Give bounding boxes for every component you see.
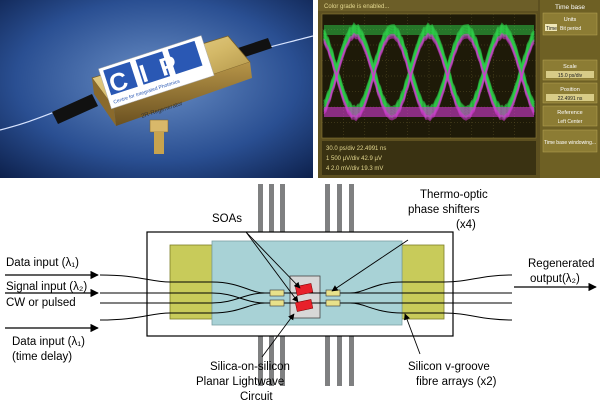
scale-value-bg [546,71,594,78]
units-tag-bg [545,24,557,31]
wg-left-3 [170,292,266,304]
heater-3 [325,289,341,297]
pin-top-1 [258,184,263,232]
panel-button-units-label: Units [564,17,577,23]
logo-block-c [103,61,138,96]
label-vgroove-2: fibre arrays (x2) [416,376,497,388]
readout-line-2: 1 500 µV/div 42.9 µV [326,156,382,162]
heater-1 [269,289,285,297]
readout-area [322,141,536,175]
fibre-in-1 [99,274,171,283]
panel-button-reference-label: Reference [557,110,582,116]
oscilloscope-screen: Color grade is enabled... 30.0 ps/div 22… [318,0,600,178]
left-boot [52,94,98,124]
pin-bottom-1 [258,336,263,386]
module-photo: CIP Centre for Integrated Photonics 2R-R… [0,0,313,178]
callout-soa-2 [245,231,299,303]
wg-left-2 [170,292,266,304]
panel-button-units-value: Bit period [560,26,581,32]
module-side [114,62,252,126]
label-regen-2: output(λ₂) [530,273,580,285]
logo-block-p [167,40,203,75]
pin-bottom-2 [269,336,274,386]
fibre-in-4 [99,312,171,321]
units-tag: Time [546,26,557,32]
panel-button-scale[interactable]: Scale 15.0 ps/div [542,59,598,81]
label-regen-1: Regenerated [528,258,595,270]
label-data-input-delay-2: (time delay) [12,351,72,363]
callout-vgroove [404,313,421,355]
readout-line-1: 30.0 ps/div 22.4991 ns [326,146,386,152]
panel-button-position[interactable]: Position 22.4991 ns [542,82,598,104]
soa-lower [295,299,314,312]
heater-2 [269,299,285,307]
panel-button-reference-bg [542,105,598,127]
label-thermo-3: (x4) [456,219,476,231]
thermo-optic-heaters [269,289,341,307]
label-thermo-1: Thermo-optic [420,189,488,201]
label-data-input-delay-1: Data input (λ₁) [12,336,85,348]
eye-trace [323,35,535,121]
pin-bottom-4 [325,336,330,386]
regenerator-diagram: Data input (λ₁) Signal input (λ₂) CW or … [0,180,600,410]
panel-button-scale-label: Scale [563,64,577,70]
panel-button-position-value: 22.4991 ns [558,96,583,102]
panel-button-windowing[interactable]: Time base windowing... [542,129,598,153]
sma-connector [149,119,169,133]
pin-top-4 [325,184,330,232]
fibre-out-1 [402,274,513,283]
label-plc-3: Circuit [240,391,273,403]
scope-banner [318,0,538,11]
pins-top [258,184,354,232]
panel-title: Time base [555,4,585,11]
label-soas: SOAs [212,213,242,225]
callout-thermo [331,239,409,292]
panel-button-windowing-bg [542,129,598,153]
label-cw-or-pulsed: CW or pulsed [6,297,76,309]
scope-svg: Color grade is enabled... 30.0 ps/div 22… [318,0,600,178]
module-end [92,78,116,126]
waveguides [99,274,513,321]
pin-top-3 [280,184,285,232]
label-plc-1: Silica-on-silicon [210,361,290,373]
panel-button-units[interactable]: Units Time Bit period [542,12,598,36]
callout-soa-1 [245,231,301,289]
module-photo-svg: CIP Centre for Integrated Photonics 2R-R… [0,0,313,178]
position-value-bg [546,94,594,101]
label-plc-2: Planar Lightwave [196,376,284,388]
pin-bottom-6 [349,336,354,386]
label-data-input: Data input (λ₁) [6,257,79,269]
label-vgroove-1: Silicon v-groove [408,361,490,373]
label-signal-input: Signal input (λ₂) [6,281,87,293]
pin-bottom-5 [337,336,342,386]
callout-plc [261,313,295,358]
panel-button-reference[interactable]: Reference Left Center [542,105,598,127]
panel-button-windowing-label: Time base windowing... [544,140,596,146]
logo-block-i [135,51,171,85]
pin-top-2 [269,184,274,232]
scope-banner-text: Color grade is enabled... [324,4,390,10]
wg-right-4 [349,302,403,314]
pin-top-6 [349,184,354,232]
eye-trace [323,36,535,122]
panel-button-position-label: Position [560,87,580,93]
pin-bottom-3 [280,336,285,386]
label-thermo-2: phase shifters [408,204,480,216]
wg-left-4 [170,302,266,314]
panel-button-scale-value: 15.0 ps/div [558,73,583,79]
heater-4 [325,299,341,307]
panel-button-reference-value: Left Center [558,119,583,125]
sma-pin [154,132,164,154]
readout-line-3: 4 2.0 mV/div 19.3 mV [326,166,383,172]
pin-top-5 [337,184,342,232]
eye-diagram [322,22,536,122]
wg-left-1 [170,281,266,294]
diagram-svg: Data input (λ₁) Signal input (λ₂) CW or … [5,184,597,403]
callout-lines [245,231,421,358]
fibre-out-4 [402,312,513,321]
pins-bottom [258,336,354,386]
